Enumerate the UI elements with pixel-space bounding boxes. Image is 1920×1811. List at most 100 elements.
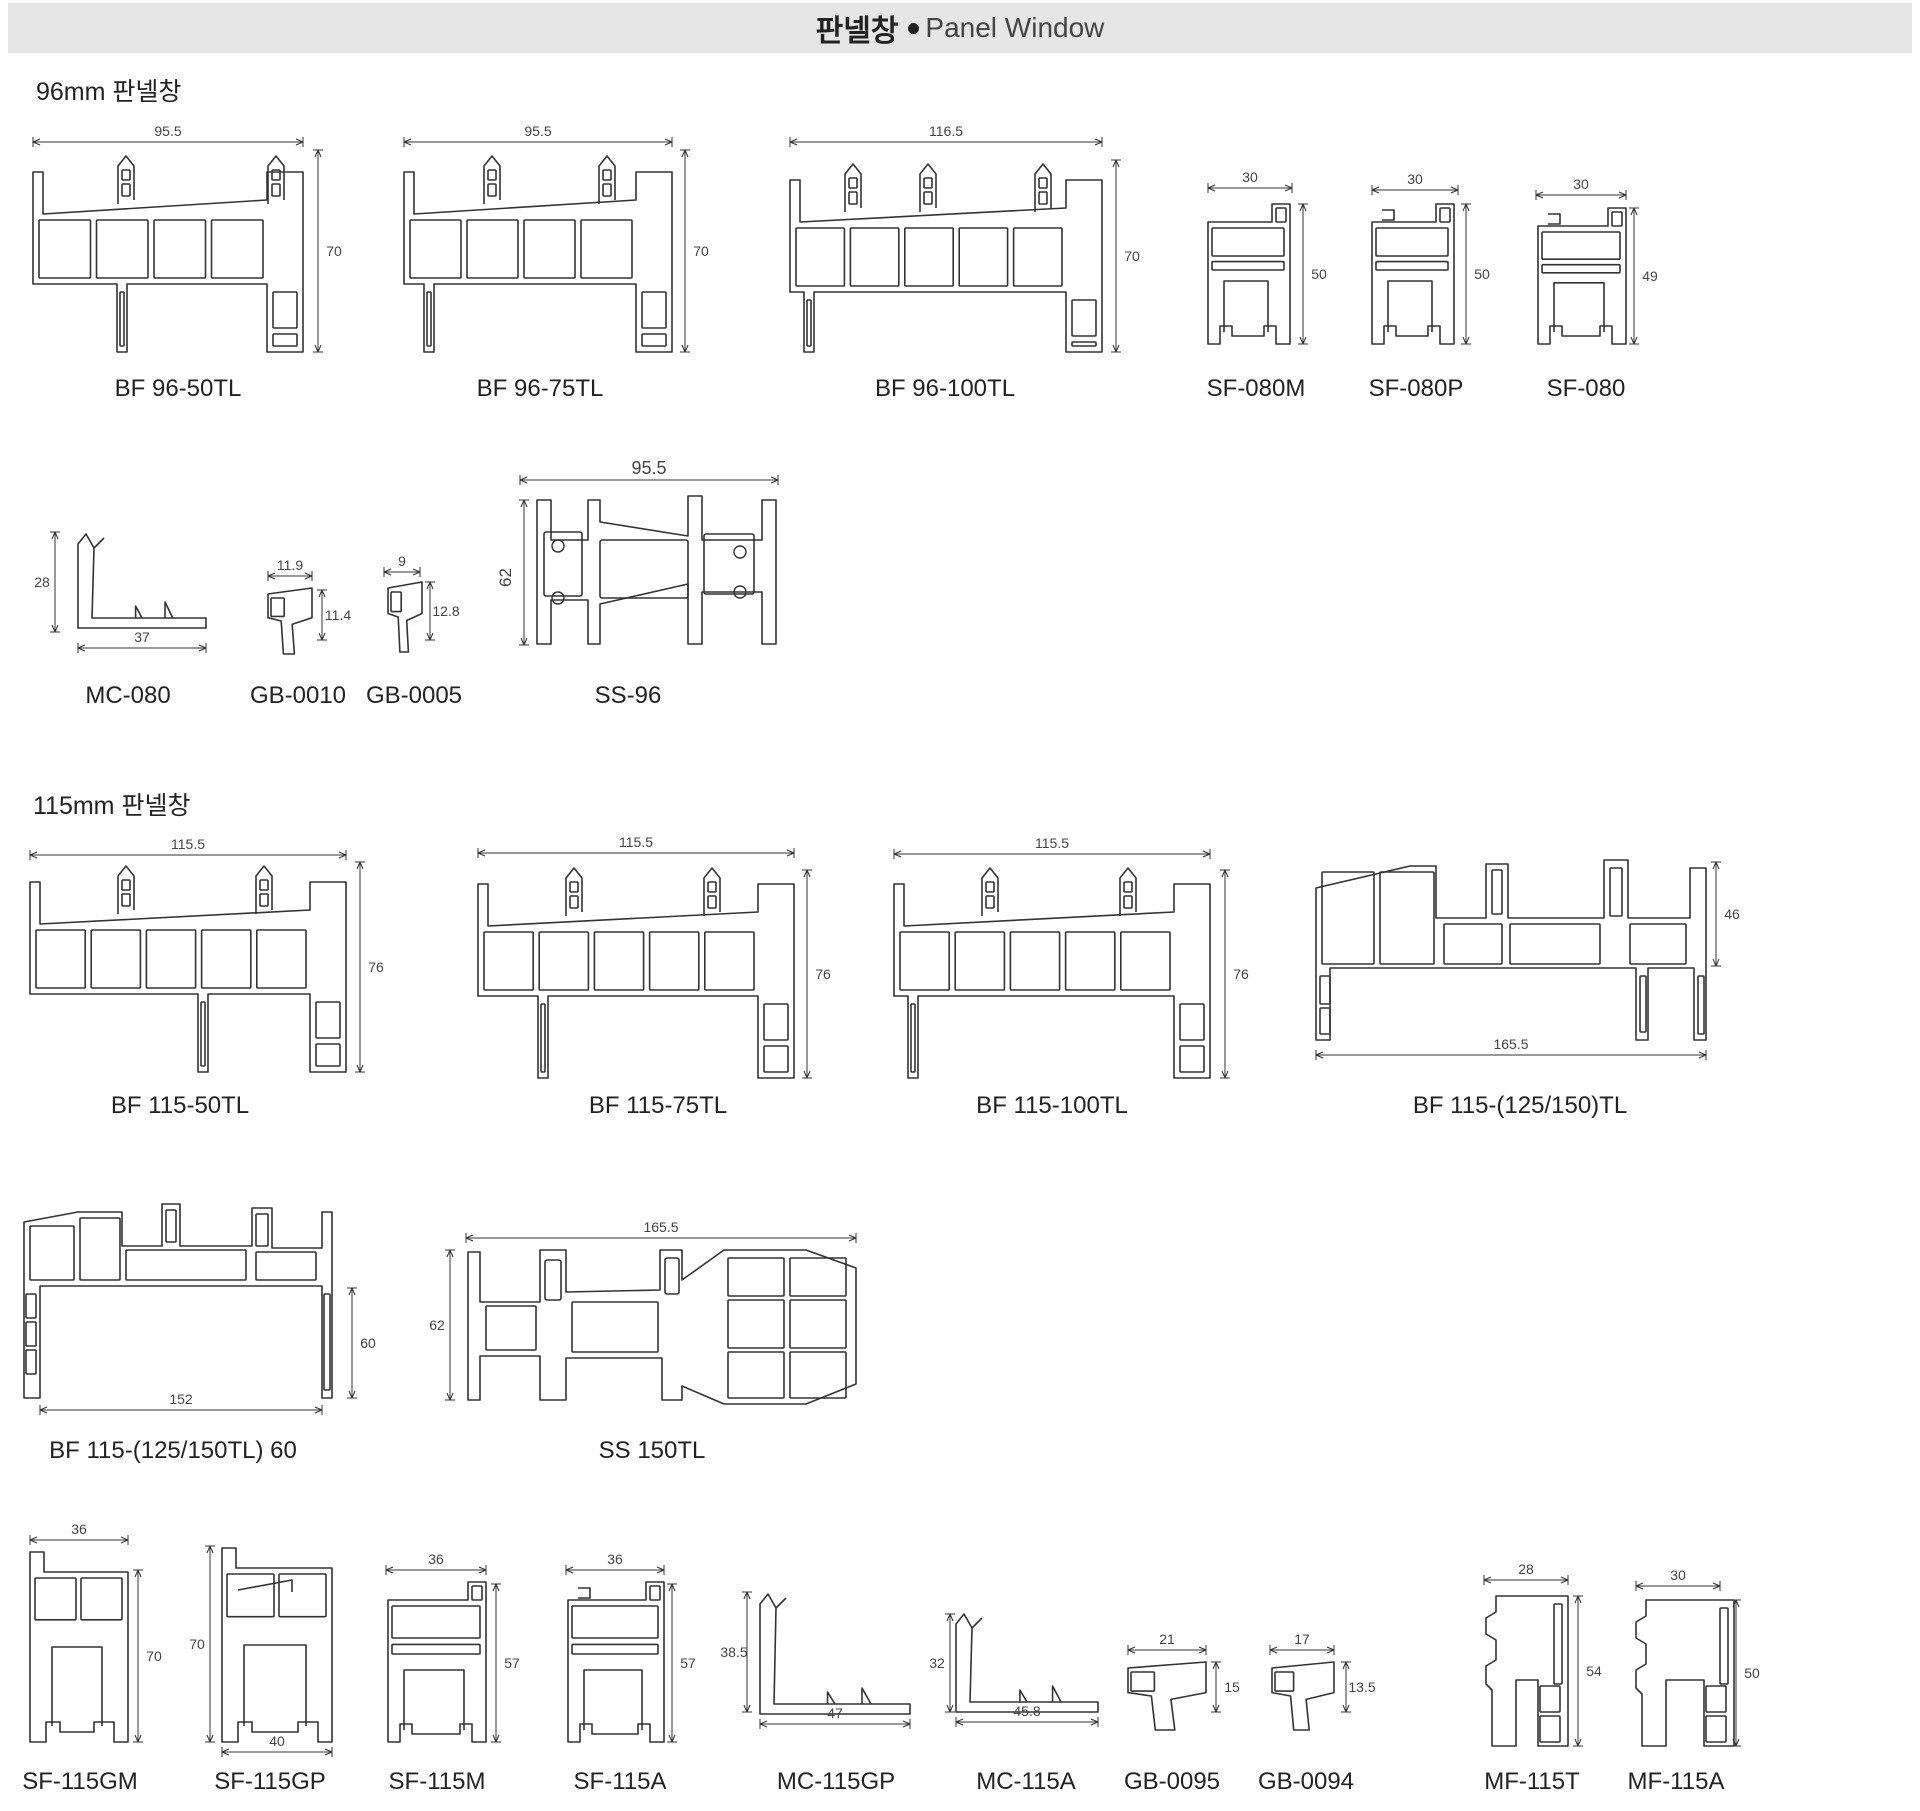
svg-text:95.5: 95.5 [154,123,181,139]
svg-text:30: 30 [1407,171,1423,187]
svg-text:70: 70 [189,1636,205,1652]
svg-text:70: 70 [1124,248,1140,264]
svg-text:70: 70 [693,243,709,259]
svg-text:17: 17 [1294,1631,1310,1647]
profile-bf-96-50tl: 95.5 70 [32,123,342,353]
svg-text:45.8: 45.8 [1013,1703,1040,1719]
svg-text:38.5: 38.5 [720,1644,747,1660]
svg-text:49: 49 [1642,268,1658,284]
svg-text:30: 30 [1670,1567,1686,1583]
svg-text:152: 152 [169,1391,193,1407]
profile-bf-96-75tl: 95.5 70 [403,123,709,353]
svg-text:76: 76 [368,959,384,975]
profile-mc-115gp: 47 38.5 [720,1591,911,1729]
svg-text:28: 28 [1518,1561,1534,1577]
profile-sf-115gp: 40 70 [189,1545,333,1757]
profile-sf-115gm: 36 70 [29,1521,162,1743]
profile-label: BF 115-100TL [976,1092,1128,1119]
svg-text:46: 46 [1724,906,1740,922]
profile-label: BF 96-75TL [476,375,604,402]
svg-text:36: 36 [428,1551,444,1567]
svg-text:15: 15 [1224,1679,1240,1695]
svg-text:165.5: 165.5 [643,1219,678,1235]
svg-text:115.5: 115.5 [619,834,653,850]
profile-gb-0094: 17 13.5 [1269,1631,1376,1731]
profile-label: MF-115A [1627,1768,1725,1795]
page-title-en: Panel Window [925,12,1105,43]
profile-bf-96-100tl: 116.5 70 [789,123,1140,353]
profile-ss-96: 95.562 [496,458,779,646]
profile-gb-0010: 11.911.4 [267,557,351,655]
profile-sf-115m: 36 57 [385,1551,520,1743]
section-title-115mm: 115mm 판넬창 [33,792,191,820]
profile-gb-0005: 912.8 [383,553,460,653]
svg-text:40: 40 [269,1733,285,1749]
svg-text:11.9: 11.9 [277,557,303,573]
profile-label: MC-115GP [776,1768,896,1795]
profile-mc-115a: 45.8 32 [929,1613,1099,1727]
svg-text:116.5: 116.5 [929,123,963,139]
profile-label: BF 96-100TL [874,375,1016,402]
profile-sf-080: 30 49 [1535,176,1658,345]
profile-bf-115-125-150tl-60: 152 60 [23,1203,376,1415]
svg-text:76: 76 [815,966,831,982]
svg-text:50: 50 [1311,266,1327,282]
profile-mf-115t: 28 54 [1483,1561,1602,1747]
svg-text:21: 21 [1159,1631,1175,1647]
profile-label: SS-96 [594,682,662,709]
svg-text:165.5: 165.5 [1493,1036,1528,1052]
profile-label: GB-0010 [249,682,347,709]
svg-text:60: 60 [360,1335,376,1351]
svg-text:47: 47 [827,1705,843,1721]
profile-label: MF-115T [1484,1768,1580,1795]
profile-bf-115-75tl: 115.5 76 [477,834,831,1079]
svg-text:36: 36 [71,1521,87,1537]
page-title-ko: 판넬창 [815,15,899,48]
page-header: 판넬창 Panel Window [8,3,1912,53]
svg-text:76: 76 [1233,966,1249,982]
profile-label: SF-115GM [22,1768,138,1795]
profile-bf-115-125-150tl: 165.5 46 [1315,859,1740,1060]
profile-label: BF 96-50TL [114,375,242,402]
profile-ss-150tl: 165.5 62 [429,1219,857,1405]
svg-text:70: 70 [146,1648,162,1664]
profile-label: GB-0005 [365,682,463,709]
profile-label: BF 115-75TL [588,1092,728,1119]
svg-text:13.5: 13.5 [1348,1679,1375,1695]
svg-text:54: 54 [1586,1663,1602,1679]
profile-label: SF-080P [1368,375,1464,402]
profile-bf-115-100tl: 115.576 [893,835,1249,1079]
svg-text:30: 30 [1573,176,1589,192]
profile-label: MC-115A [976,1768,1076,1795]
profile-label: SF-115GP [214,1768,326,1795]
profile-gb-0095: 21 15 [1127,1631,1240,1731]
svg-text:95.5: 95.5 [524,123,551,139]
bullet-icon [908,22,920,34]
svg-text:70: 70 [326,243,342,259]
profile-label: BF 115-(125/150TL) 60 [49,1437,297,1464]
profile-label: SS 150TL [598,1437,706,1464]
profile-label: GB-0095 [1123,1768,1221,1795]
profile-label: MC-080 [85,682,171,709]
profile-label: SF-115M [388,1768,486,1795]
profile-label: SF-115A [573,1768,667,1795]
profile-label: BF 115-50TL [110,1092,250,1119]
svg-text:9: 9 [398,553,406,569]
svg-text:115.5: 115.5 [171,836,205,852]
profile-bf-115-50tl: 115.5 76 [29,836,384,1073]
profile-label: BF 115-(125/150)TL [1412,1092,1628,1119]
svg-text:57: 57 [504,1655,520,1671]
svg-text:62: 62 [496,568,515,587]
svg-text:62: 62 [429,1317,445,1333]
svg-text:36: 36 [607,1551,623,1567]
profile-label: SF-080 [1546,375,1626,402]
svg-text:32: 32 [929,1655,945,1671]
section-title-96mm: 96mm 판넬창 [36,78,182,106]
profile-label: GB-0094 [1257,1768,1355,1795]
